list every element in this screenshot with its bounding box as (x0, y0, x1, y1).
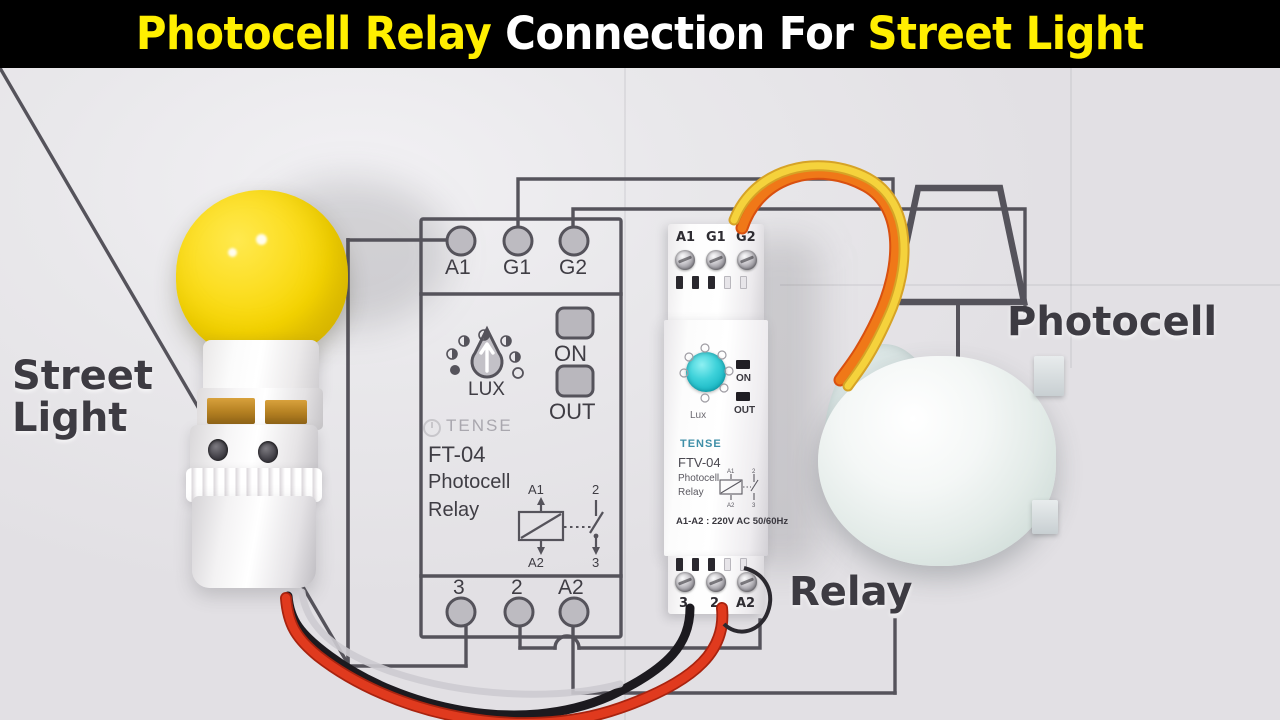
relay-screw-g1[interactable] (706, 250, 726, 270)
svg-text:3: 3 (752, 503, 756, 508)
relay-screw-3[interactable] (675, 572, 695, 592)
relay-bottom-slot-2 (692, 558, 699, 571)
relay-top-label-a1: A1 (676, 230, 696, 245)
relay-desc-line3: Relay (678, 487, 704, 498)
relay-model-text: FTV-04 (678, 455, 721, 470)
relay-slot-5 (740, 276, 747, 289)
schematic-lux-dial (446, 325, 524, 379)
relay-bottom-slot-3 (708, 558, 715, 571)
schematic-terminal-label-g2: G2 (559, 256, 588, 279)
schematic-bottom-terminals (445, 596, 590, 628)
schematic-coil-label-a1: A1 (528, 482, 544, 497)
schematic-top-terminals (445, 225, 590, 257)
schematic-contact-label-3: 3 (592, 555, 600, 570)
relay-dial-ticks (679, 343, 734, 403)
title-bar: Photocell Relay Connection For Street Li… (0, 0, 1280, 68)
callout-relay: Relay (789, 569, 913, 615)
relay-bottom-slot-5 (740, 558, 747, 571)
photocell-bracket-top (1034, 356, 1064, 396)
schematic-lux-label: LUX (468, 379, 505, 400)
relay-rating-text: A1-A2 : 220V AC 50/60Hz (676, 516, 789, 527)
street-light-bulb (176, 190, 348, 358)
photo-area: A1 G1 G2 3 2 A2 LUX ON OUT TENSE FT-04 P… (0, 68, 1280, 720)
schematic-terminal-label-3: 3 (453, 576, 465, 599)
schematic-model-line3: Relay (428, 499, 480, 521)
svg-text:A1: A1 (727, 469, 735, 475)
relay-diagram-symbol: A1 A2 2 3 (719, 469, 759, 508)
schematic-terminal-label-2: 2 (511, 576, 523, 599)
schematic-brand-text: TENSE (446, 416, 513, 435)
title-part-2: Connection For (491, 7, 868, 60)
holder-pin-hole-right (258, 441, 278, 463)
svg-text:2: 2 (752, 469, 756, 475)
relay-slot-3 (708, 276, 715, 289)
relay-screw-a1[interactable] (675, 250, 695, 270)
relay-screw-a2[interactable] (737, 572, 757, 592)
schematic-contact-label-2: 2 (592, 482, 600, 497)
paper-seam-vertical-1 (624, 68, 626, 720)
relay-out-label: OUT (734, 405, 756, 416)
relay-bottom-label-3: 3 (679, 596, 689, 611)
lamp-holder-body (192, 496, 316, 588)
relay-body: Lux ON OUT TENSE FTV-04 Photocell Relay (664, 320, 788, 556)
schematic-brand-mark (423, 419, 441, 437)
schematic-on-button (555, 306, 595, 340)
holder-pin-hole-left (208, 439, 228, 461)
relay-lux-label: Lux (690, 410, 707, 421)
relay-screw-2[interactable] (706, 572, 726, 592)
brass-contact-right (265, 400, 307, 424)
relay-terminal-block-top: A1 G1 G2 (668, 224, 764, 320)
bulb-highlight-1 (228, 248, 237, 257)
relay-screw-g2[interactable] (737, 250, 757, 270)
title-part-1: Photocell Relay (136, 7, 492, 60)
relay-bottom-slot-1 (676, 558, 683, 571)
relay-brand-text: TENSE (680, 438, 722, 450)
photocell-bracket-bottom (1032, 500, 1058, 534)
relay-slot-1 (676, 276, 683, 289)
physical-wires (280, 160, 910, 720)
relay-bottom-label-a2: A2 (736, 596, 756, 611)
relay-led-on (736, 360, 750, 369)
title-part-3: Street Light (867, 7, 1145, 60)
relay-terminal-block-bottom: 3 2 A2 (668, 556, 764, 614)
schematic-terminal-label-a1: A1 (445, 256, 471, 279)
relay-top-label-g1: G1 (706, 230, 726, 245)
schematic-coil-label-a2: A2 (528, 555, 544, 570)
paper-seam-horizontal-1 (780, 284, 1280, 286)
bulb-highlight-2 (256, 234, 267, 245)
schematic-model-label: FT-04 (428, 442, 486, 467)
photocell-dome (818, 356, 1056, 566)
bulb-neck (203, 340, 319, 396)
relay-desc-line2: Photocell (678, 473, 720, 484)
relay-slot-4 (724, 276, 731, 289)
brass-contact-left (207, 398, 255, 424)
schematic-model-line2: Photocell (428, 471, 511, 493)
schematic-out-label: OUT (549, 399, 596, 424)
relay-bottom-slot-4 (724, 558, 731, 571)
bulb-cap (197, 388, 323, 430)
schematic-out-button (555, 364, 595, 398)
svg-text:A2: A2 (727, 503, 735, 508)
relay-led-out (736, 392, 750, 401)
schematic-terminal-label-a2: A2 (558, 576, 584, 599)
schematic-terminal-label-g1: G1 (503, 256, 532, 279)
page-title: Photocell Relay Connection For Street Li… (136, 11, 1144, 57)
relay-slot-2 (692, 276, 699, 289)
callout-photocell: Photocell (1007, 299, 1218, 345)
relay-on-label: ON (736, 373, 751, 384)
schematic-on-label: ON (554, 341, 587, 366)
paper-seam-vertical-2 (1070, 68, 1072, 368)
relay-bottom-label-2: 2 (710, 596, 720, 611)
callout-street-light: Street Light (12, 353, 154, 441)
